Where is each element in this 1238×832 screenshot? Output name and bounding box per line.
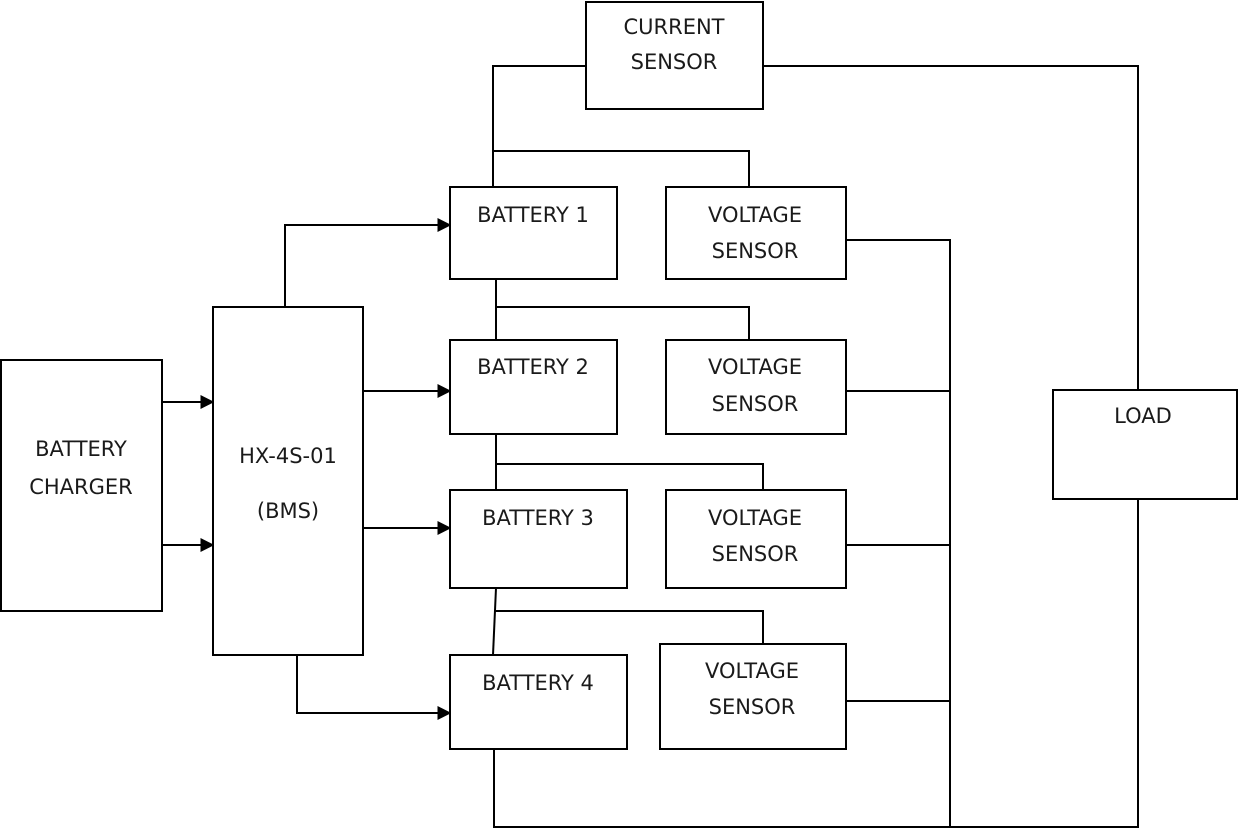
voltage-sensor-4-label-line-1: VOLTAGE xyxy=(705,659,799,683)
wire-tap-to-voltage-sensor-4 xyxy=(494,610,764,644)
load-label: LOAD xyxy=(1114,404,1172,428)
voltage-sensor-3-label-line-1: VOLTAGE xyxy=(708,506,802,530)
battery-3-block: BATTERY 3 xyxy=(449,489,628,589)
battery-2-block: BATTERY 2 xyxy=(449,339,618,435)
bms-label-line-2: (BMS) xyxy=(257,499,319,523)
bms-block: HX-4S-01 (BMS) xyxy=(212,306,364,656)
wire-current-sensor-to-battery-1 xyxy=(492,65,586,187)
wire-current-sensor-to-load xyxy=(763,65,1139,390)
voltage-sensor-2-label-line-2: SENSOR xyxy=(712,392,799,416)
wire-battery-3-to-battery-4 xyxy=(492,587,497,656)
voltage-sensor-2-block: VOLTAGE SENSOR xyxy=(665,339,847,435)
battery-1-block: BATTERY 1 xyxy=(449,186,618,280)
current-sensor-label-line-1: CURRENT xyxy=(623,15,724,39)
current-sensor-label-line-2: SENSOR xyxy=(631,50,718,74)
arrow-bms-to-battery-4 xyxy=(296,655,452,720)
battery-charger-block: BATTERY CHARGER xyxy=(0,359,163,612)
voltage-sensor-2-label-line-1: VOLTAGE xyxy=(708,355,802,379)
voltage-sensor-1-block: VOLTAGE SENSOR xyxy=(665,186,847,280)
voltage-sensor-4-label-line-2: SENSOR xyxy=(709,695,796,719)
bms-label-line-1: HX-4S-01 xyxy=(239,444,337,468)
wire-voltage-sensor-1-to-bus xyxy=(846,239,951,827)
load-block: LOAD xyxy=(1052,389,1238,500)
wire-load-to-return xyxy=(493,499,1139,828)
battery-charger-label-line-1: BATTERY xyxy=(35,437,127,461)
voltage-sensor-1-label-line-1: VOLTAGE xyxy=(708,203,802,227)
arrow-bms-to-battery-1 xyxy=(284,218,452,307)
voltage-sensor-1-label-line-2: SENSOR xyxy=(712,239,799,263)
current-sensor-block: CURRENT SENSOR xyxy=(585,1,764,110)
voltage-sensor-3-block: VOLTAGE SENSOR xyxy=(665,489,847,589)
battery-4-block: BATTERY 4 xyxy=(449,654,628,750)
battery-4-label: BATTERY 4 xyxy=(482,671,594,695)
battery-1-label: BATTERY 1 xyxy=(477,203,589,227)
battery-2-label: BATTERY 2 xyxy=(477,355,589,379)
voltage-sensor-4-block: VOLTAGE SENSOR xyxy=(659,643,847,750)
voltage-sensor-3-label-line-2: SENSOR xyxy=(712,542,799,566)
battery-3-label: BATTERY 3 xyxy=(482,506,594,530)
wire-tap-to-voltage-sensor-3 xyxy=(496,463,764,490)
wire-tap-to-voltage-sensor-2 xyxy=(496,306,750,340)
battery-charger-label-line-2: CHARGER xyxy=(29,475,133,499)
connections xyxy=(162,65,1139,828)
wire-battery-1-plus-to-voltage-sensor-1 xyxy=(493,150,750,187)
